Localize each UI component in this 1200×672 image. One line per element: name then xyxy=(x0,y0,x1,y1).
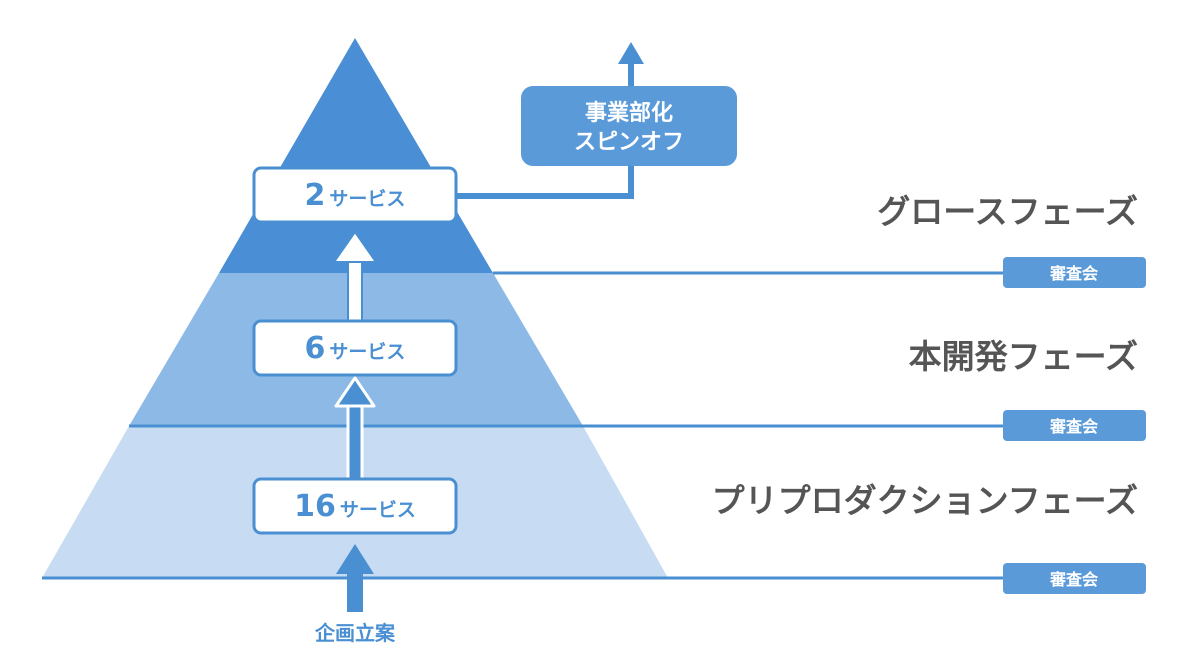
service-count: 6 xyxy=(305,331,326,366)
phase-label-development: 本開発フェーズ xyxy=(909,337,1138,376)
review-badge-mid: 審査会 xyxy=(1003,410,1146,441)
arrow-bottom-to-mid-head xyxy=(334,376,376,408)
service-count: 16 xyxy=(294,489,336,524)
spinoff-label-line1: 事業部化 xyxy=(585,100,673,126)
phase-label-growth: グロースフェーズ xyxy=(877,192,1138,231)
phase-label-preproduction: プリプロダクションフェーズ xyxy=(712,481,1138,520)
service-suffix: サービス xyxy=(329,341,405,363)
arrow-mid-to-top-shaft xyxy=(347,258,363,322)
review-badge-label: 審査会 xyxy=(1049,417,1098,436)
review-badge-bottom: 審査会 xyxy=(1003,563,1146,594)
spinoff-up-arrowhead xyxy=(618,42,644,64)
service-suffix: サービス xyxy=(329,188,405,210)
spinoff-connector xyxy=(456,166,634,199)
start-label: 企画立案 xyxy=(314,621,396,645)
spinoff-box: 事業部化 スピンオフ xyxy=(521,86,737,166)
review-badge-label: 審査会 xyxy=(1049,570,1098,589)
review-badge-label: 審査会 xyxy=(1049,264,1098,283)
spinoff-label-line2: スピンオフ xyxy=(574,130,684,155)
start-arrow-shaft xyxy=(347,572,363,612)
arrow-mid-to-top-head xyxy=(333,231,377,263)
service-count: 2 xyxy=(305,178,326,213)
review-badge-top: 審査会 xyxy=(1003,257,1146,288)
service-suffix: サービス xyxy=(340,499,416,521)
start-arrow-head xyxy=(336,544,374,574)
arrow-bottom-to-mid-shaft xyxy=(346,401,364,481)
